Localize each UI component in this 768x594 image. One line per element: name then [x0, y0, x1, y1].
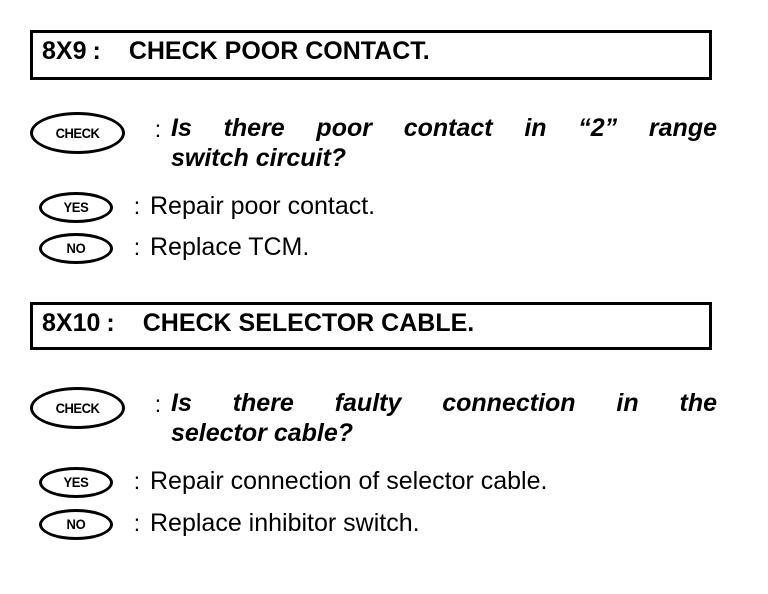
check-badge-label: CHECK [55, 400, 100, 416]
check-question-line1: Is there faulty connection in the [171, 389, 717, 417]
section-title-row: 8X9 : CHECK POOR CONTACT. [42, 36, 430, 66]
section-code: 8X10 [42, 309, 101, 337]
check-question-line2: selector cable? [171, 419, 354, 447]
yes-badge-label: YES [63, 474, 89, 491]
section-title-text: CHECK POOR CONTACT. [128, 37, 430, 65]
section-code: 8X9 [42, 37, 87, 65]
yes-separator: : [133, 193, 141, 219]
yes-badge-label: YES [63, 199, 89, 216]
check-question: Is there faulty connection in the select… [171, 387, 717, 448]
section-code-separator: : [106, 309, 115, 337]
no-action-text: Replace TCM. [150, 233, 310, 261]
yes-badge: YES [39, 192, 113, 223]
no-separator: : [133, 510, 141, 536]
check-row-8x9: CHECK : Is there poor contact in “2” ran… [30, 112, 717, 173]
check-question-line2: switch circuit? [171, 144, 347, 172]
no-badge-label: NO [66, 516, 86, 533]
yes-row-8x9: YES : Repair poor contact. [30, 192, 375, 223]
no-badge: NO [39, 509, 113, 540]
yes-badge: YES [39, 467, 113, 498]
check-separator: : [154, 391, 162, 417]
section-title-text: CHECK SELECTOR CABLE. [142, 309, 475, 337]
yes-action-text: Repair connection of selector cable. [150, 467, 548, 495]
check-question: Is there poor contact in “2” range switc… [171, 112, 717, 173]
yes-row-8x10: YES : Repair connection of selector cabl… [30, 467, 547, 498]
check-badge: CHECK [30, 387, 125, 429]
no-badge-label: NO [66, 240, 86, 257]
section-title-row: 8X10 : CHECK SELECTOR CABLE. [42, 308, 474, 338]
section-title-box-8x9: 8X9 : CHECK POOR CONTACT. [30, 30, 712, 80]
check-badge-label: CHECK [55, 125, 100, 141]
yes-action-text: Repair poor contact. [150, 192, 376, 220]
check-row-8x10: CHECK : Is there faulty connection in th… [30, 387, 717, 448]
check-badge: CHECK [30, 112, 125, 154]
no-row-8x9: NO : Replace TCM. [30, 233, 309, 264]
check-separator: : [154, 116, 162, 142]
no-badge: NO [39, 233, 113, 264]
yes-separator: : [133, 468, 141, 494]
no-separator: : [133, 234, 141, 260]
no-row-8x10: NO : Replace inhibitor switch. [30, 509, 420, 540]
no-action-text: Replace inhibitor switch. [150, 509, 420, 537]
check-question-line1: Is there poor contact in “2” range [171, 114, 717, 142]
section-code-separator: : [92, 37, 101, 65]
section-title-box-8x10: 8X10 : CHECK SELECTOR CABLE. [30, 302, 712, 350]
